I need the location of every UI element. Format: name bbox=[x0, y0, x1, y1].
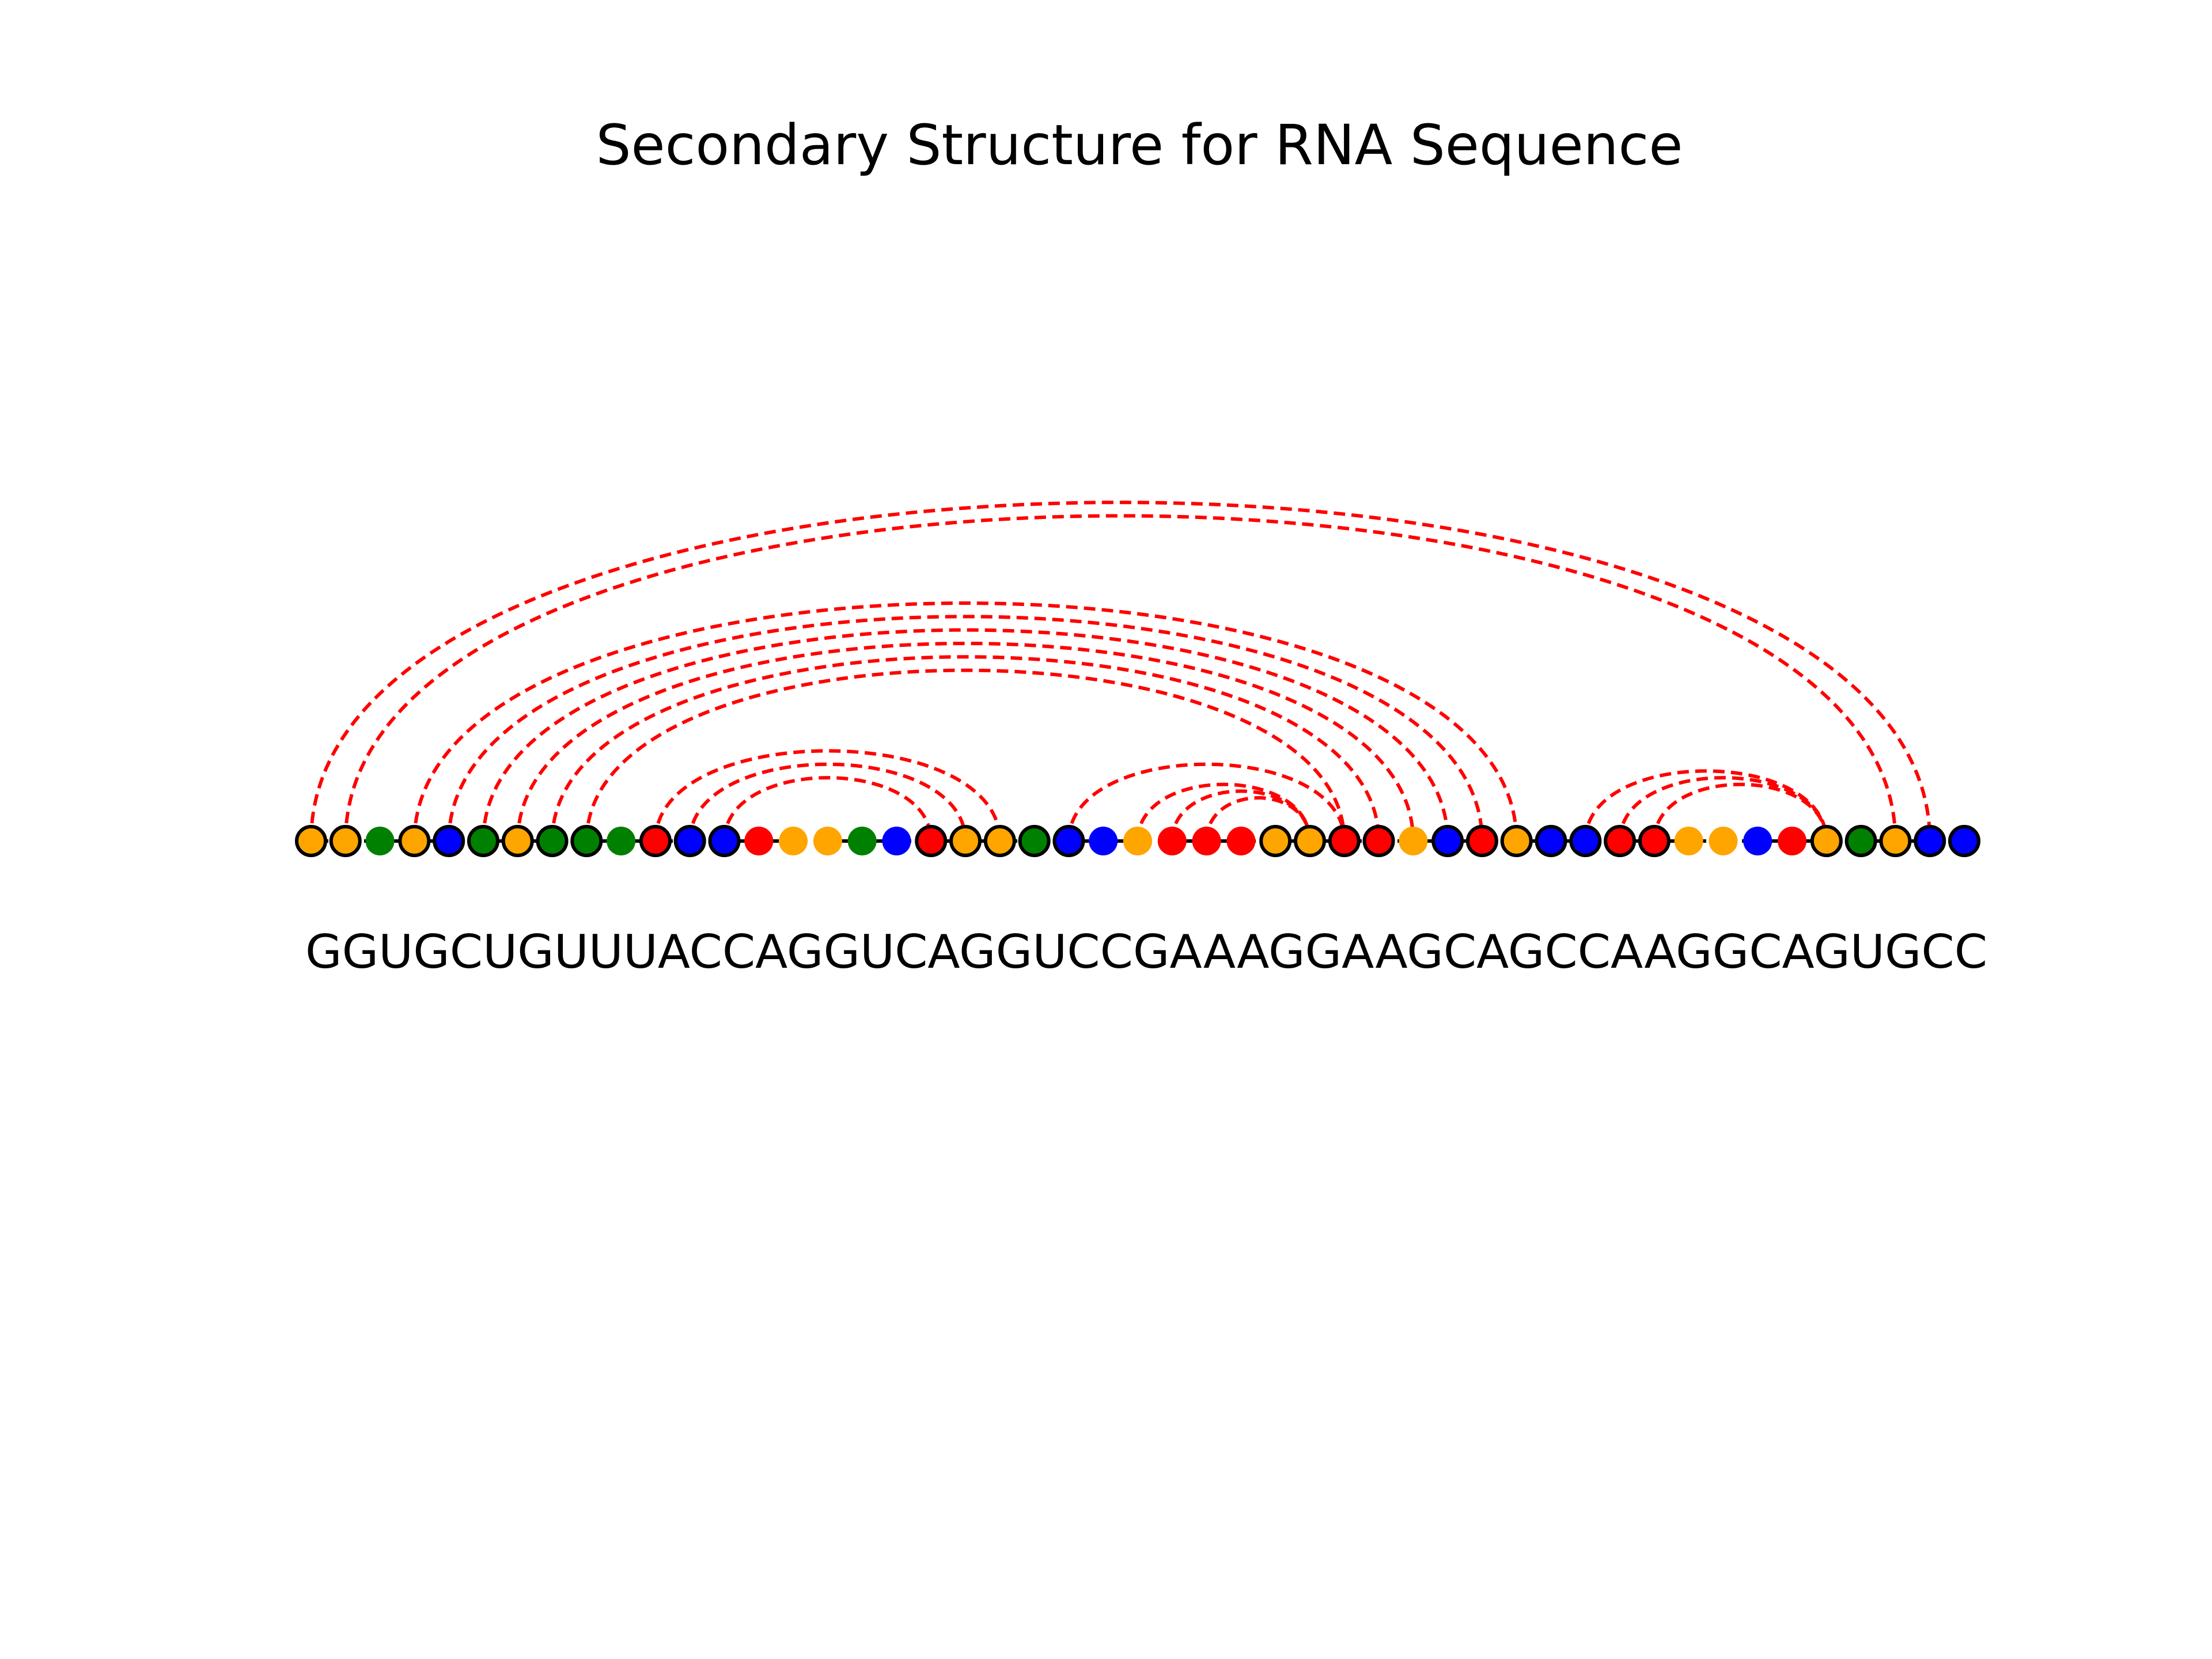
nucleotide-node-32 bbox=[1362, 825, 1395, 857]
nucleotide-node-8 bbox=[536, 825, 569, 857]
nucleotide-node-5 bbox=[433, 825, 465, 857]
nucleotide-node-39 bbox=[1604, 825, 1637, 857]
base-pair-arc-4-36 bbox=[412, 601, 1518, 842]
nucleotide-node-26 bbox=[1157, 827, 1187, 855]
base-pair-arc-1-48 bbox=[309, 501, 1932, 842]
nucleotide-node-4 bbox=[398, 825, 431, 857]
nucleotide-node-44 bbox=[1778, 827, 1807, 855]
nucleotide-node-6 bbox=[467, 825, 499, 857]
base-pair-arc-5-35 bbox=[447, 615, 1484, 842]
nucleotide-node-21 bbox=[983, 825, 1016, 857]
nucleotide-node-20 bbox=[949, 825, 982, 857]
nucleotide-node-7 bbox=[501, 825, 534, 857]
nucleotide-node-19 bbox=[915, 825, 948, 857]
nucleotide-node-30 bbox=[1293, 825, 1326, 857]
sequence-label: GGUGCUGUUUACCAGGUCAGGUCCGAAAGGAAGCAGCCAA… bbox=[305, 925, 1987, 979]
base-pair-arc-25-30 bbox=[1136, 782, 1312, 842]
nucleotide-node-1 bbox=[295, 825, 327, 857]
base-pair-arc-2-47 bbox=[343, 514, 1897, 842]
base-pair-arc-11-21 bbox=[653, 749, 1002, 842]
nucleotide-node-16 bbox=[813, 827, 842, 855]
nucleotide-node-40 bbox=[1638, 825, 1671, 857]
nucleotide-node-28 bbox=[1226, 827, 1256, 855]
nucleotide-node-31 bbox=[1328, 825, 1361, 857]
nucleotide-node-14 bbox=[744, 827, 774, 855]
nucleotide-node-9 bbox=[570, 825, 603, 857]
nucleotide-node-37 bbox=[1535, 825, 1567, 857]
base-pair-arc-39-45 bbox=[1618, 776, 1828, 842]
nucleotide-node-13 bbox=[708, 825, 741, 857]
nucleotide-node-29 bbox=[1259, 825, 1292, 857]
nucleotide-node-43 bbox=[1743, 827, 1772, 855]
nucleotide-node-17 bbox=[847, 827, 877, 855]
base-pair-arc-8-32 bbox=[550, 655, 1381, 842]
base-pair-arc-27-30 bbox=[1205, 796, 1312, 842]
nucleotide-nodes bbox=[295, 825, 1980, 857]
nucleotide-node-36 bbox=[1500, 825, 1533, 857]
nucleotide-node-12 bbox=[673, 825, 706, 857]
nucleotide-node-23 bbox=[1052, 825, 1085, 857]
base-pair-arc-6-34 bbox=[481, 628, 1450, 842]
nucleotide-node-25 bbox=[1123, 827, 1152, 855]
nucleotide-node-15 bbox=[779, 827, 808, 855]
nucleotide-node-18 bbox=[882, 827, 911, 855]
nucleotide-node-41 bbox=[1674, 827, 1703, 855]
base-pair-arcs bbox=[309, 501, 1932, 842]
nucleotide-node-42 bbox=[1709, 827, 1738, 855]
base-pair-arc-7-33 bbox=[516, 641, 1415, 842]
nucleotide-node-3 bbox=[365, 827, 395, 855]
nucleotide-node-22 bbox=[1018, 825, 1051, 857]
base-pair-arc-38-45 bbox=[1584, 769, 1828, 842]
nucleotide-node-48 bbox=[1914, 825, 1946, 857]
nucleotide-node-10 bbox=[607, 827, 636, 855]
nucleotide-node-11 bbox=[639, 825, 672, 857]
nucleotide-node-2 bbox=[329, 825, 362, 857]
nucleotide-node-46 bbox=[1844, 825, 1877, 857]
nucleotide-node-27 bbox=[1192, 827, 1221, 855]
nucleotide-node-33 bbox=[1399, 827, 1428, 855]
nucleotide-node-47 bbox=[1879, 825, 1912, 857]
nucleotide-node-34 bbox=[1431, 825, 1464, 857]
base-pair-arc-9-31 bbox=[585, 668, 1346, 842]
nucleotide-node-49 bbox=[1948, 825, 1980, 857]
nucleotide-node-24 bbox=[1089, 827, 1118, 855]
diagram-title: Secondary Structure for RNA Sequence bbox=[596, 113, 1683, 177]
base-pair-arc-12-20 bbox=[688, 762, 968, 842]
nucleotide-node-38 bbox=[1569, 825, 1602, 857]
base-pair-arc-13-19 bbox=[722, 776, 933, 842]
nucleotide-node-45 bbox=[1810, 825, 1843, 857]
nucleotide-node-35 bbox=[1465, 825, 1498, 857]
base-pair-arc-40-45 bbox=[1652, 782, 1828, 842]
base-pair-arc-23-31 bbox=[1067, 762, 1346, 842]
